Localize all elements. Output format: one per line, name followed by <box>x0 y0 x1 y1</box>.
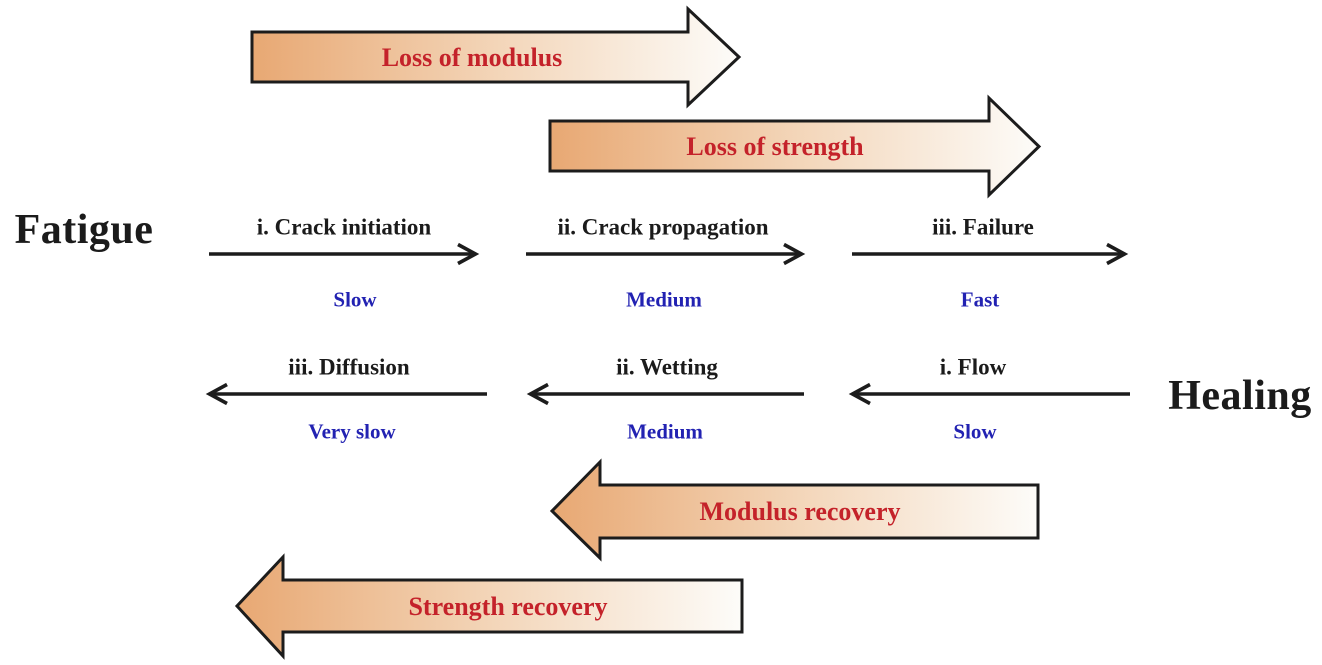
failure-arrow <box>852 242 1129 266</box>
diffusion-arrow <box>205 382 487 406</box>
healing-title: Healing <box>1168 373 1312 419</box>
diffusion-label: iii. Diffusion <box>288 354 410 380</box>
crack-initiation-arrow <box>209 242 480 266</box>
wetting-label: ii. Wetting <box>616 354 718 380</box>
flow-arrow <box>848 382 1130 406</box>
failure-label: iii. Failure <box>932 214 1034 240</box>
loss-of-strength-arrow <box>548 94 1042 199</box>
strength-recovery-label: Strength recovery <box>408 592 608 621</box>
crack-propagation-label: ii. Crack propagation <box>557 214 769 240</box>
strength-recovery-arrow <box>234 553 744 660</box>
loss-of-modulus-arrow <box>250 5 742 109</box>
crack-initiation-label: i. Crack initiation <box>256 214 432 240</box>
crack-initiation-speed: Slow <box>333 287 377 312</box>
modulus-recovery-label: Modulus recovery <box>699 497 901 526</box>
failure-speed: Fast <box>960 287 1000 312</box>
loss-of-strength-label: Loss of strength <box>686 132 864 161</box>
fatigue-title: Fatigue <box>14 207 154 253</box>
crack-propagation-arrow <box>526 242 806 266</box>
wetting-speed: Medium <box>627 419 703 444</box>
flow-speed: Slow <box>953 419 997 444</box>
crack-propagation-speed: Medium <box>626 287 702 312</box>
modulus-recovery-arrow <box>549 458 1040 562</box>
diffusion-speed: Very slow <box>308 419 396 444</box>
wetting-arrow <box>526 382 804 406</box>
loss-of-modulus-label: Loss of modulus <box>381 43 563 72</box>
flow-label: i. Flow <box>939 354 1007 380</box>
